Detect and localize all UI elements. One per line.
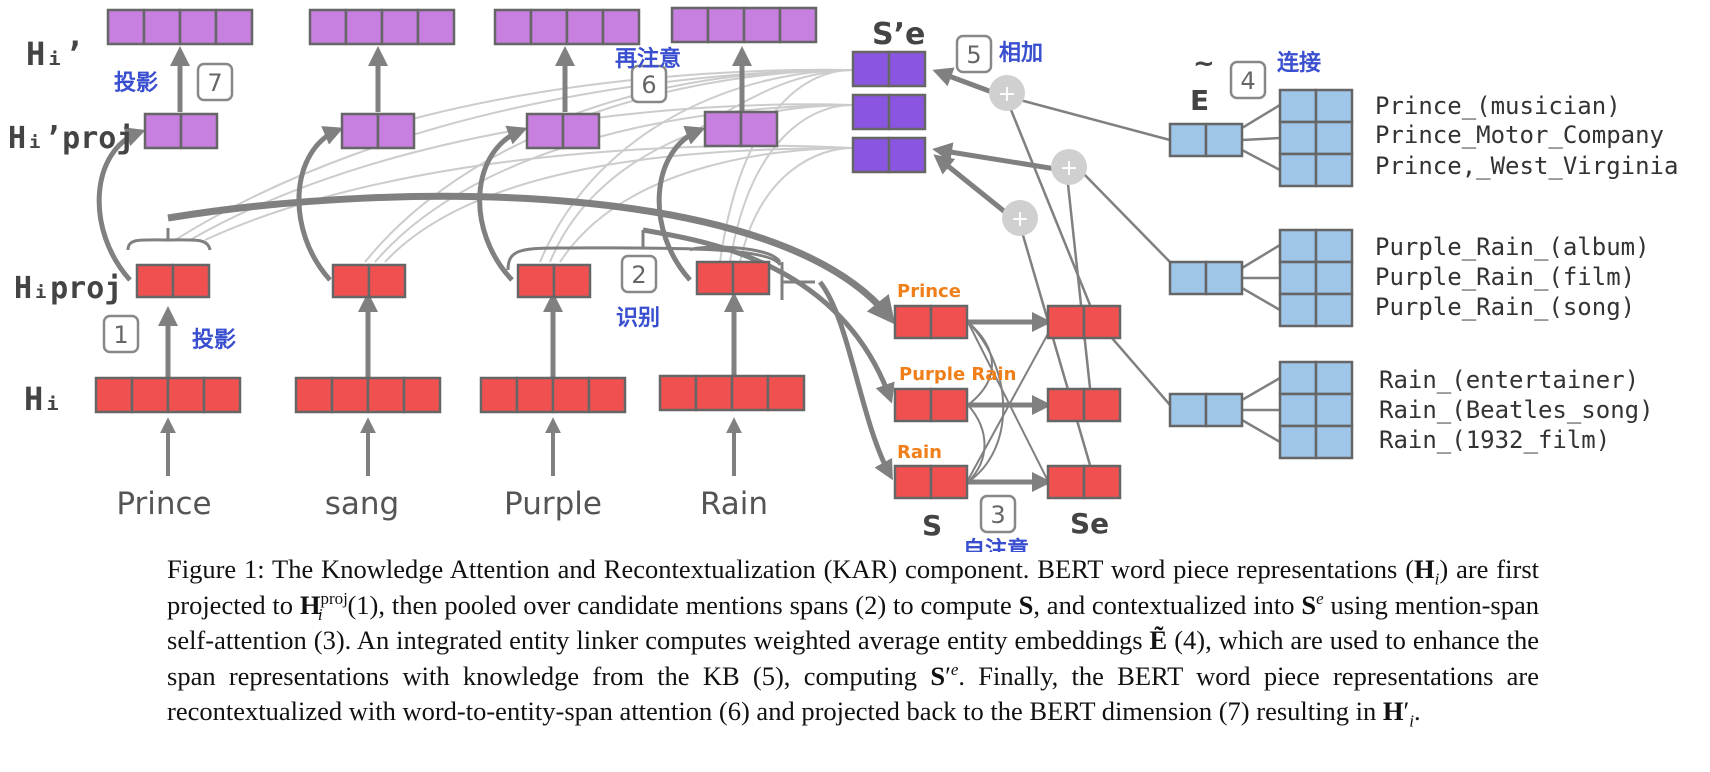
vector-blocks <box>94 6 1354 500</box>
connection-lines <box>96 46 1281 492</box>
kar-figure: + + + Hᵢ’ Hᵢ’proj Hᵢproj Hᵢ S’e E ~ S Se… <box>8 6 1678 552</box>
step-1-label: 投影 <box>192 328 236 353</box>
step-6-number: 6 <box>641 71 656 99</box>
step-5-number: 5 <box>966 41 981 69</box>
hi-proj-vector <box>331 263 407 299</box>
s-e-vector <box>1046 464 1122 500</box>
entity-embedding <box>1278 360 1354 396</box>
entity-name: Prince_(musician) <box>1375 92 1621 120</box>
step-7-number: 7 <box>207 69 222 97</box>
entity-embedding <box>1278 292 1354 328</box>
svg-text:+: + <box>998 82 1016 107</box>
entity-embedding <box>1278 228 1354 264</box>
s-e-vector <box>1046 387 1122 423</box>
span-label: Rain <box>897 442 942 463</box>
hi-prime-vector <box>493 8 641 46</box>
hi-vector <box>294 376 442 414</box>
entity-name: Rain_(Beatles_song) <box>1379 396 1654 424</box>
svg-text:+: + <box>1011 207 1029 232</box>
hi-prime-proj-vector <box>525 112 601 150</box>
hi-prime-vector <box>308 8 456 46</box>
figure-caption: Figure 1: The Knowledge Attention and Re… <box>167 554 1540 731</box>
step-4-label: 连接 <box>1277 50 1321 76</box>
hi-proj-label: Hᵢproj <box>14 271 122 306</box>
s-prime-e-vector <box>851 93 927 131</box>
hi-prime-label: Hᵢ’ <box>26 35 84 73</box>
hi-prime-proj-vector <box>703 110 779 148</box>
s-vector <box>893 387 969 423</box>
step-5-label: 相加 <box>999 41 1043 66</box>
hi-prime-proj-vector <box>143 112 219 150</box>
step-2-number: 2 <box>631 261 646 289</box>
step-1-number: 1 <box>113 321 128 349</box>
hi-prime-vector <box>106 8 254 46</box>
step-3-label: 自注意 <box>963 537 1029 552</box>
span-label: Prince <box>897 281 961 302</box>
step-2-label: 识别 <box>616 306 660 331</box>
s-e-label: Se <box>1070 507 1109 540</box>
s-vector <box>893 304 969 340</box>
word: Rain <box>700 486 768 522</box>
entity-embedding <box>1278 392 1354 428</box>
entity-embedding <box>1278 424 1354 460</box>
s-prime-e-vector <box>851 136 927 174</box>
entity-embedding <box>1278 120 1354 156</box>
word: Prince <box>116 486 211 522</box>
hi-proj-vector <box>516 263 592 299</box>
entity-embedding <box>1278 260 1354 296</box>
e-tilde-label: E <box>1190 84 1209 117</box>
entity-name: Prince,_West_Virginia <box>1375 152 1678 180</box>
hi-prime-vector <box>670 6 818 44</box>
entity-name: Rain_(1932_film) <box>1379 426 1610 454</box>
e-tilde-vector <box>1168 392 1244 428</box>
step-3-number: 3 <box>990 501 1005 529</box>
hi-proj-vector <box>135 263 211 299</box>
entity-name: Purple_Rain_(film) <box>1375 263 1635 291</box>
hi-vector <box>479 376 627 414</box>
entity-embedding <box>1278 152 1354 188</box>
add-node <box>989 75 1025 111</box>
e-tilde-vector <box>1168 260 1244 296</box>
s-label: S <box>922 509 942 542</box>
hi-label: Hᵢ <box>24 380 63 418</box>
add-nodes: + + + <box>989 75 1087 236</box>
word: sang <box>325 486 399 522</box>
svg-text:+: + <box>1060 156 1078 181</box>
hi-prime-proj-vector <box>340 112 416 150</box>
hi-proj-vector <box>695 260 771 296</box>
hi-prime-proj-label: Hᵢ’proj <box>8 121 134 156</box>
svg-text:~: ~ <box>1193 49 1215 79</box>
add-node <box>1002 200 1038 236</box>
step-7-label: 投影 <box>114 71 158 96</box>
add-node <box>1051 149 1087 185</box>
step-4-number: 4 <box>1240 67 1255 95</box>
s-vector <box>893 464 969 500</box>
s-e-vector <box>1046 304 1122 340</box>
entity-name: Prince_Motor_Company <box>1375 121 1664 149</box>
e-tilde-vector <box>1168 122 1244 158</box>
entity-name: Purple_Rain_(album) <box>1375 233 1650 261</box>
s-prime-e-label: S’e <box>872 17 925 52</box>
s-prime-e-vector <box>851 50 927 88</box>
hi-vector <box>658 374 806 412</box>
step-6-label: 再注意 <box>615 46 681 72</box>
entity-name: Rain_(entertainer) <box>1379 366 1639 394</box>
hi-vector <box>94 376 242 414</box>
entity-name: Purple_Rain_(song) <box>1375 293 1635 321</box>
span-label: Purple Rain <box>899 364 1016 385</box>
word: Purple <box>504 486 602 522</box>
entity-embedding <box>1278 88 1354 124</box>
